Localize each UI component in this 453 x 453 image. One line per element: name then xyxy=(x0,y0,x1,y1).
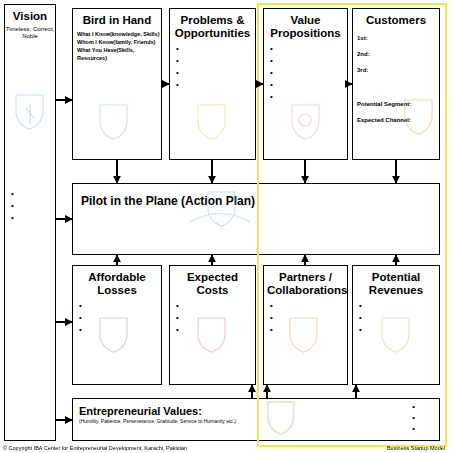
box-text: 1st: xyxy=(353,30,439,46)
box-heading: Partners / Collaborations xyxy=(267,271,344,297)
plane-shield xyxy=(208,192,235,226)
box-text: Potential Segment: xyxy=(353,96,439,112)
connector-arrow xyxy=(116,255,118,265)
connector-arrow xyxy=(395,160,397,183)
gift-sketch xyxy=(299,114,311,126)
model-box: Entrepreneurial Values:(Humility, Patien… xyxy=(72,398,440,441)
box-text: 2nd: xyxy=(353,46,439,62)
box-text: Whom I Know(family, Friends) xyxy=(73,38,161,46)
box-text: Expected Channel: xyxy=(353,112,439,128)
box-text: • xyxy=(264,79,347,91)
box-text: • xyxy=(73,312,161,324)
connector-arrow xyxy=(56,218,72,220)
connector-arrow xyxy=(304,160,306,183)
box-text: What You Have(Skills, Resources) xyxy=(73,46,161,62)
connector-arrow xyxy=(56,99,72,101)
box-text: • xyxy=(170,67,255,79)
box-text: • xyxy=(73,300,161,312)
connector-arrow xyxy=(56,419,72,421)
connector-arrow xyxy=(355,385,357,398)
partner-shield xyxy=(290,318,317,352)
box-text: • xyxy=(170,43,255,55)
box-text: • xyxy=(264,43,347,55)
model-box: Partners / Collaborations••• xyxy=(263,265,348,385)
box-text: • xyxy=(73,324,161,336)
box-text: 3rd: xyxy=(353,62,439,78)
box-heading: Customers xyxy=(356,14,436,27)
model-box: Customers 1st:2nd:3rd: Potential Segment:E… xyxy=(352,8,440,160)
model-box: VisionTimeless, Correct, Noble••• xyxy=(4,4,56,441)
box-heading: Affordable Losses xyxy=(76,271,158,297)
box-heading: Bird in Hand xyxy=(76,14,158,27)
box-text: • xyxy=(264,312,347,324)
model-box: Pilot in the Plane (Action Plan) xyxy=(72,183,440,255)
box-text: • xyxy=(170,55,255,67)
connector-arrow xyxy=(266,385,268,398)
connector-arrow xyxy=(256,83,263,85)
box-text: • xyxy=(170,312,255,324)
problem-shield xyxy=(198,105,225,139)
values-shield xyxy=(268,402,294,434)
anchor-shield xyxy=(16,95,43,129)
plane-sketch xyxy=(190,214,250,223)
revenue-shield xyxy=(382,318,409,352)
model-box: Affordable Losses••• xyxy=(72,265,162,385)
loss-shield xyxy=(100,318,127,352)
box-text: • xyxy=(170,324,255,336)
box-text: • xyxy=(264,67,347,79)
highlight-frame xyxy=(258,4,446,446)
box-heading: Vision xyxy=(8,10,52,23)
box-text: • xyxy=(170,300,255,312)
model-box: Expected Costs••• xyxy=(169,265,256,385)
connector-arrow xyxy=(251,385,253,398)
connector-arrow xyxy=(348,83,352,85)
connector-arrow xyxy=(395,255,397,265)
box-text: • xyxy=(264,55,347,67)
customer-shield xyxy=(405,100,432,134)
box-heading: Expected Costs xyxy=(173,271,252,297)
box-text: • xyxy=(353,312,439,324)
box-heading: Problems & Opportunities xyxy=(173,14,252,40)
box-text: (Humility, Patience, Perseverance, Grati… xyxy=(79,418,349,424)
box-text: • xyxy=(412,413,415,423)
gift-shield xyxy=(292,105,319,139)
box-text: Timeless, Correct, Noble xyxy=(5,26,55,40)
box-text: • xyxy=(170,79,255,91)
connector-arrow xyxy=(304,255,306,265)
box-heading: Value Propositions xyxy=(267,14,344,40)
bird-shield xyxy=(100,105,127,139)
box-heading: Entrepreneurial Values: xyxy=(79,405,439,417)
connector-arrow xyxy=(211,160,213,183)
footer-label: © Copyright IBA Center for Entrepreneuri… xyxy=(3,445,187,452)
cost-shield xyxy=(198,318,225,352)
box-heading: Pilot in the Plane (Action Plan) xyxy=(81,194,439,208)
box-text: • xyxy=(353,300,439,312)
box-text: • xyxy=(353,324,439,336)
connector-arrow xyxy=(56,321,72,323)
box-text: What I Know(knowledge, Skills) xyxy=(73,30,161,38)
box-text: • xyxy=(264,91,347,103)
connector-arrow xyxy=(116,160,118,183)
model-box: Value Propositions••••• xyxy=(263,8,348,160)
box-text: • xyxy=(412,402,415,412)
connector-arrow xyxy=(162,83,169,85)
footer-label: Business Startup Model xyxy=(387,445,445,452)
model-box: Problems & Opportunities•••• xyxy=(169,8,256,160)
connector-arrow xyxy=(211,255,213,265)
box-text: • xyxy=(5,212,55,224)
anchor-sketch xyxy=(26,104,34,124)
box-text: • xyxy=(5,200,55,212)
model-box: Potential Revenues••• xyxy=(352,265,440,385)
box-text: • xyxy=(264,300,347,312)
box-text: • xyxy=(264,324,347,336)
box-heading: Potential Revenues xyxy=(356,271,436,297)
icon-group xyxy=(16,95,432,434)
box-text: • xyxy=(5,188,55,200)
box-text: • xyxy=(412,424,415,434)
model-box: Bird in HandWhat I Know(knowledge, Skill… xyxy=(72,8,162,160)
